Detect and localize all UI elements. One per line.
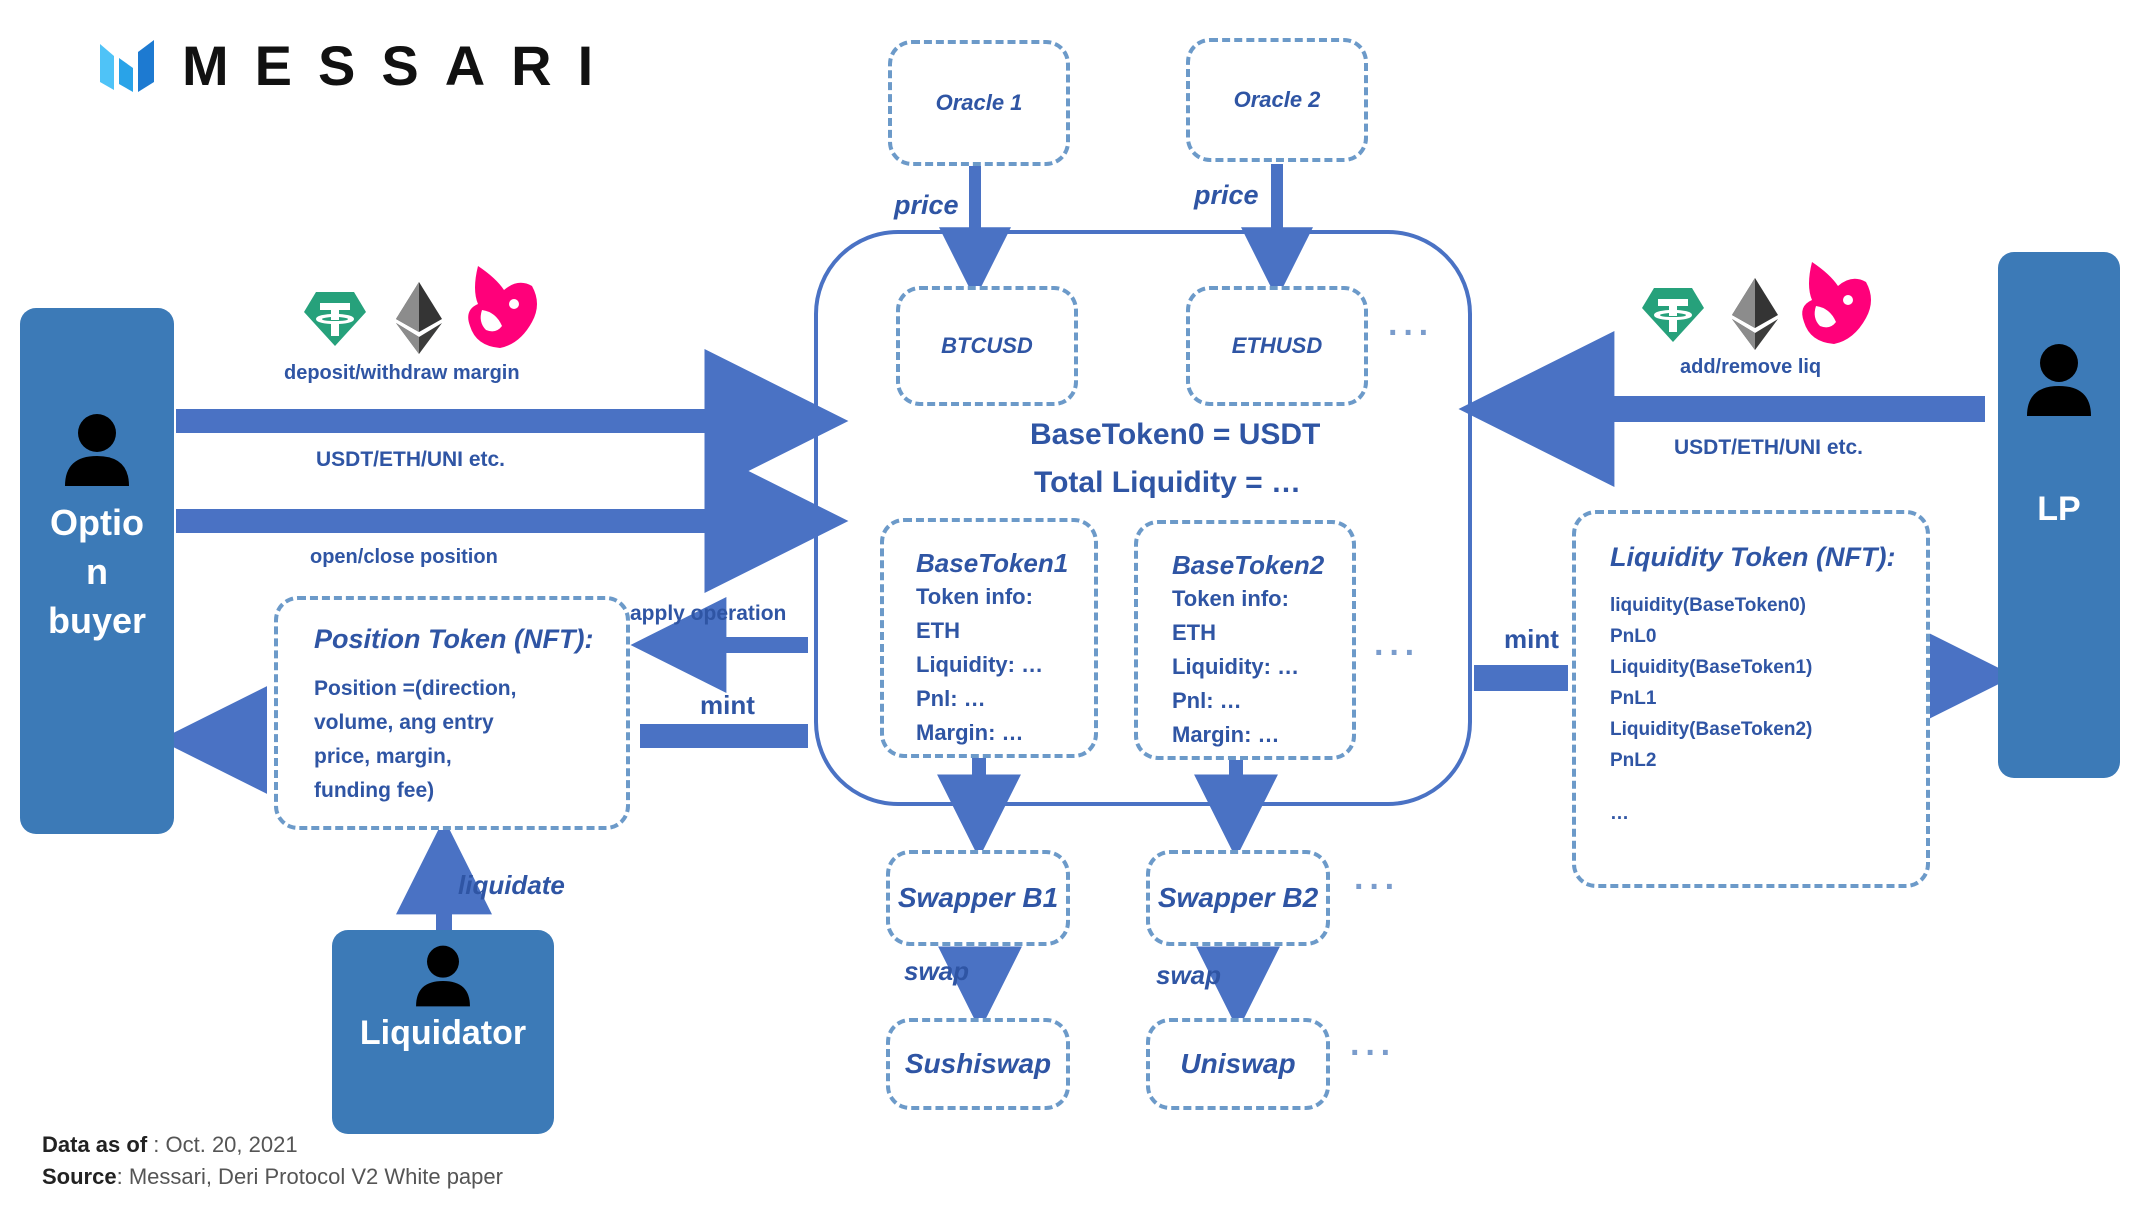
base-token2-line: ETH — [1172, 620, 1216, 645]
ethereum-icon — [396, 282, 442, 354]
base-token2-title: BaseToken2 — [1172, 550, 1325, 580]
option-buyer-label: Optio n buyer — [47, 502, 147, 641]
ethusd-box: ETHUSD — [1186, 286, 1368, 406]
label-apply-operation: apply operation — [630, 602, 787, 625]
base-token2-box: BaseToken2 Token info: ETH Liquidity: … … — [1134, 520, 1356, 760]
label-mint-left: mint — [700, 690, 755, 720]
btcusd-box: BTCUSD — [896, 286, 1078, 406]
user-icon — [2027, 344, 2091, 416]
label-swap-1: swap — [904, 956, 970, 986]
messari-logo-icon — [100, 40, 154, 92]
label-usdt-left: USDT/ETH/UNI etc. — [316, 448, 506, 471]
sushiswap-box: Sushiswap — [886, 1018, 1070, 1110]
label-price-2: price — [1194, 180, 1259, 210]
user-icon — [65, 414, 129, 486]
base-token1-line: Liquidity: … — [916, 652, 1044, 677]
uniswap-box: Uniswap — [1146, 1018, 1330, 1110]
user-icon — [416, 945, 470, 1007]
liquidity-token-line: PnL0 — [1610, 626, 1657, 647]
dexes-ellipsis: ··· — [1350, 1034, 1396, 1072]
base-token2-line: Liquidity: … — [1172, 654, 1300, 679]
oracle-2-box: Oracle 2 — [1186, 38, 1368, 162]
base-token2-line: Margin: … — [1172, 722, 1280, 747]
label-open-close: open/close position — [310, 546, 498, 568]
label-mint-right: mint — [1504, 624, 1559, 654]
label-price-1: price — [894, 190, 959, 220]
liquidity-token-title: Liquidity Token (NFT): — [1610, 542, 1896, 572]
oracle-1-box: Oracle 1 — [888, 40, 1070, 166]
uniswap-label: Uniswap — [1180, 1048, 1296, 1079]
footer-date: Data as of : Oct. 20, 2021 — [42, 1132, 298, 1158]
uniswap-icon — [1802, 262, 1871, 344]
base-tokens-ellipsis: ··· — [1374, 634, 1420, 672]
base-token1-line: ETH — [916, 618, 960, 643]
label-usdt-right: USDT/ETH/UNI etc. — [1674, 436, 1864, 459]
position-token-title: Position Token (NFT): — [314, 624, 594, 654]
ethusd-label: ETHUSD — [1231, 333, 1323, 358]
position-token-box: Position Token (NFT): Position =(directi… — [274, 596, 630, 830]
swapper-b2-label: Swapper B2 — [1157, 882, 1319, 913]
liquidator-label: Liquidator — [359, 1014, 527, 1052]
sushiswap-label: Sushiswap — [904, 1048, 1052, 1079]
label-swap-2: swap — [1156, 960, 1222, 990]
lp-actor: LP — [1998, 252, 2120, 778]
oracle-1-label: Oracle 1 — [935, 90, 1023, 115]
label-deposit: deposit/withdraw margin — [284, 362, 520, 384]
bar-mint-right — [1474, 665, 1568, 691]
swappers-ellipsis: ··· — [1354, 868, 1400, 906]
label-liquidate: liquidate — [458, 870, 565, 900]
footer-date-value: : Oct. 20, 2021 — [147, 1132, 298, 1157]
base-token1-box: BaseToken1 Token info: ETH Liquidity: … … — [880, 518, 1098, 758]
liquidity-token-line: … — [1610, 803, 1629, 824]
footer-date-label: Data as of — [42, 1132, 148, 1157]
tether-icon — [1642, 288, 1704, 342]
liquidity-token-line: PnL1 — [1610, 688, 1657, 709]
base-token2-line: Pnl: … — [1172, 688, 1242, 713]
tether-icon — [304, 292, 366, 346]
liquidity-token-line: PnL2 — [1610, 750, 1657, 771]
liquidity-token-line: Liquidity(BaseToken2) — [1610, 719, 1813, 740]
symbols-ellipsis: ··· — [1388, 314, 1434, 352]
swapper-b1-label: Swapper B1 — [897, 882, 1059, 913]
liquidator-actor: Liquidator — [332, 930, 554, 1134]
label-add-remove: add/remove liq — [1680, 356, 1822, 378]
liquidity-token-box: Liquidity Token (NFT): liquidity(BaseTok… — [1572, 510, 1930, 888]
base-token1-line: Margin: … — [916, 720, 1024, 745]
oracle-2-label: Oracle 2 — [1233, 87, 1321, 112]
total-liquidity-text: Total Liquidity = … — [1034, 466, 1301, 499]
position-token-body: Position =(direction, volume, ang entry … — [314, 677, 517, 802]
messari-wordmark: MESSARI — [182, 34, 620, 97]
swapper-b1-box: Swapper B1 — [886, 850, 1070, 946]
lp-label: LP — [2037, 490, 2081, 528]
base-token0-text: BaseToken0 = USDT — [1030, 418, 1321, 451]
uniswap-icon — [468, 266, 537, 348]
base-token2-line: Token info: — [1172, 586, 1289, 611]
swapper-b2-box: Swapper B2 — [1146, 850, 1330, 946]
base-token1-line: Token info: — [916, 584, 1033, 609]
option-buyer-actor: Optio n buyer — [20, 308, 174, 834]
footer-source-value: : Messari, Deri Protocol V2 White paper — [116, 1164, 503, 1189]
ethereum-icon — [1732, 278, 1778, 350]
bar-mint-left — [640, 724, 808, 748]
footer-source: Source: Messari, Deri Protocol V2 White … — [42, 1164, 503, 1190]
liquidity-token-line: Liquidity(BaseToken1) — [1610, 657, 1813, 678]
base-token1-title: BaseToken1 — [916, 548, 1069, 578]
footer-source-label: Source — [42, 1164, 117, 1189]
base-token1-line: Pnl: … — [916, 686, 986, 711]
liquidity-token-line: liquidity(BaseToken0) — [1610, 595, 1807, 616]
btcusd-label: BTCUSD — [941, 333, 1033, 358]
